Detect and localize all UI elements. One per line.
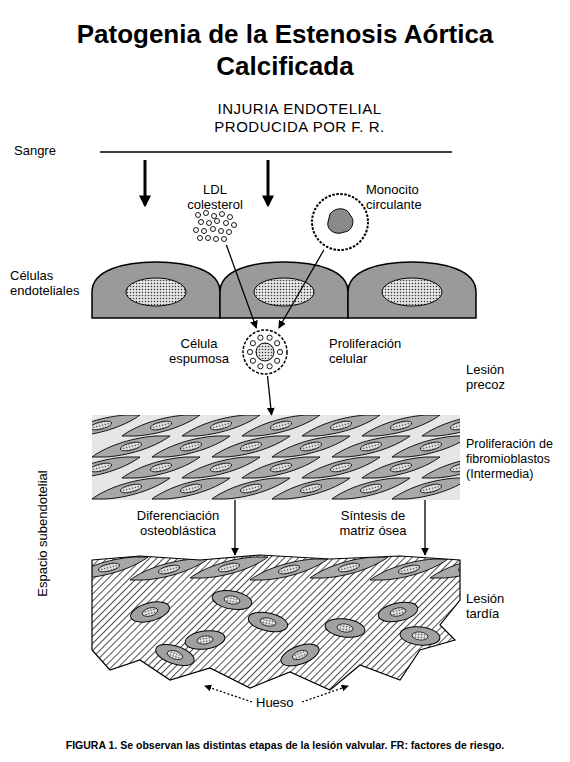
injury-arrow [267, 160, 270, 205]
spacer [145, 160, 205, 161]
annotation-label: INJURIA ENDOTELIAL PRODUCIDA POR F. R. [192, 100, 407, 136]
lipid-vacuole [258, 364, 263, 369]
lipid-vacuole [258, 335, 263, 340]
node-label: Lesión tardía [466, 591, 528, 621]
injury-arrow [144, 160, 147, 205]
endothelial-cell [348, 262, 476, 318]
ldl-particle [232, 223, 237, 228]
endothelial-cell [92, 262, 220, 318]
lipid-vacuole [277, 349, 282, 354]
osteocyte [128, 598, 171, 626]
lipid-vacuole [275, 341, 280, 346]
ldl-particle [207, 221, 212, 226]
bone-pointer [205, 686, 252, 702]
ldl-particle [196, 213, 201, 218]
osteocyte [153, 640, 197, 669]
ldl-particle [227, 230, 232, 235]
figure-caption: FIGURA 1. Se observan las distintas etap… [0, 739, 570, 752]
monocyte-membrane [312, 194, 368, 250]
osteocyte [184, 628, 226, 651]
monocyte-nucleus [328, 209, 353, 233]
endothelial-cell [220, 262, 348, 318]
ldl-particle [215, 219, 220, 224]
bone-cells [70, 557, 508, 670]
ldl-particle [198, 236, 203, 241]
blood-boundary-line [100, 151, 452, 153]
process-arrow [268, 376, 272, 415]
node-label: Proliferación celular [329, 336, 419, 366]
osteocyte [247, 609, 290, 635]
spindle-cell [392, 478, 460, 499]
node-label: Células endoteliales [10, 268, 88, 298]
ldl-particle [219, 229, 224, 234]
spindle-cell [70, 557, 148, 578]
lipid-vacuole [267, 364, 272, 369]
fibromyoblast-layer [92, 415, 460, 500]
node-label: Monocito circulante [366, 182, 438, 212]
process-arrow [226, 245, 256, 328]
node-label: Célula espumosa [163, 336, 235, 366]
lipid-vacuole [250, 341, 255, 346]
node-label: Proliferación de fibromioblastos (Interm… [466, 437, 568, 482]
spindle-cell [392, 436, 460, 457]
endothelial-layer: Células endoteliales [92, 262, 476, 318]
annotation-label: Hueso [256, 695, 316, 710]
spindle-cell [310, 557, 388, 578]
spindle-cell [422, 457, 460, 478]
lipid-vacuole [250, 358, 255, 363]
foam-cell-membrane [243, 330, 287, 374]
node-label: LDL colesterol [182, 182, 248, 212]
edge-label: Diferenciación osteoblástica [127, 508, 229, 538]
cell-nucleus [382, 278, 442, 306]
osteocyte [278, 640, 322, 671]
ldl-particle [228, 215, 233, 220]
ldl-particle [199, 220, 204, 225]
cell-nucleus [254, 278, 314, 306]
bone-matrix [92, 555, 460, 690]
spindle-cell [430, 557, 508, 578]
cell-nucleus [126, 278, 186, 306]
ldl-particle [214, 237, 219, 242]
annotation-label: Lesión precoz [466, 362, 526, 392]
ldl-particle [212, 214, 217, 219]
ldl-particle [222, 237, 227, 242]
foam-cell: Célula espumosaProliferación celular [241, 328, 289, 376]
ldl-particle [211, 227, 216, 232]
osteocyte [211, 588, 254, 613]
ldl-particle [194, 228, 199, 233]
bone-pointer [302, 686, 348, 702]
ldl-particle [206, 236, 211, 241]
ldl-particle [202, 229, 207, 234]
osteocyte [377, 599, 420, 625]
edge-label: Síntesis de matriz ósea [325, 508, 421, 538]
process-arrow [279, 250, 324, 328]
fibromyoblast-cells [92, 415, 460, 499]
lipid-vacuole [267, 335, 272, 340]
bone-layer: Lesión tardía [92, 555, 460, 690]
osteocyte [399, 625, 441, 647]
process-arrow [234, 500, 235, 555]
lipid-vacuole [275, 358, 280, 363]
spindle-cell [422, 415, 460, 436]
monocyte-cell: Monocito circulante [312, 194, 368, 250]
fibromyoblast-layer: Proliferación de fibromioblastos (Interm… [92, 415, 460, 500]
process-arrow [424, 500, 425, 555]
ldl-particle [224, 221, 229, 226]
ldl-particles [194, 211, 237, 242]
foam-cell-vacuoles [247, 335, 282, 369]
lipid-vacuole [247, 349, 252, 354]
ldl-particle [220, 212, 225, 217]
cell-nucleus [256, 343, 274, 361]
annotation-label: Sangre [14, 143, 74, 158]
ldl-particle-group: LDL colesterol [182, 182, 248, 245]
diagram-title: Patogenia de la Estenosis Aórtica Calcif… [75, 18, 495, 82]
region-label: Espacio subendotelial [35, 444, 50, 624]
osteocyte [324, 616, 366, 639]
bone-outline [92, 555, 460, 690]
